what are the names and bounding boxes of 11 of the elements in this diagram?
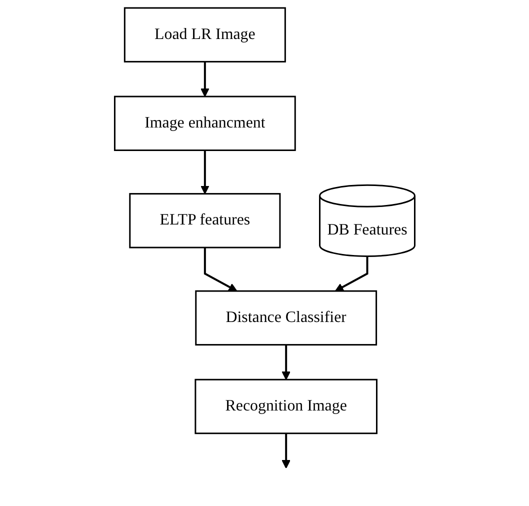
arrow xyxy=(281,433,290,469)
arrow xyxy=(200,62,210,97)
node-box: Image enhancment xyxy=(114,96,296,152)
node-box: Distance Classifier xyxy=(194,290,377,346)
arrow xyxy=(334,256,368,292)
arrow xyxy=(204,248,237,292)
node-box: Recognition Image xyxy=(194,378,378,434)
node-box: Load LR Image xyxy=(124,7,286,62)
node-box: ELTP features xyxy=(128,193,280,248)
arrow xyxy=(200,150,210,194)
arrow xyxy=(281,344,290,380)
